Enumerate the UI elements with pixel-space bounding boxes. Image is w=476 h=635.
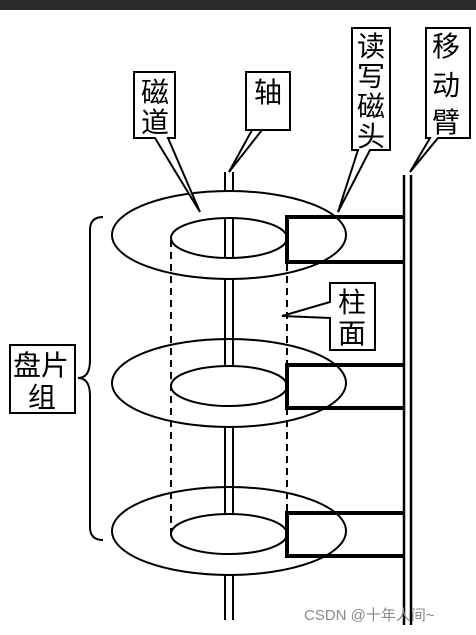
track-label: 磁 道 xyxy=(141,76,169,139)
arm-label-char: 臂 xyxy=(432,106,460,139)
axis-label: 轴 xyxy=(254,76,282,109)
read-write-heads xyxy=(285,215,404,558)
platter-group-box xyxy=(9,344,76,414)
platter-top xyxy=(111,190,347,280)
head-label-char: 头 xyxy=(357,120,385,153)
head-callout xyxy=(337,27,391,213)
cylinder-label: 柱 面 xyxy=(338,286,366,350)
head-label-char: 读 xyxy=(357,30,385,63)
track-label-char: 磁 xyxy=(141,76,169,109)
arm-label: 移 动 臂 xyxy=(432,30,460,139)
arm-label-char: 动 xyxy=(432,69,460,102)
head-label: 读 写 磁 头 xyxy=(357,30,385,153)
watermark: CSDN @十年人间~ xyxy=(304,607,435,624)
platter-group-brace xyxy=(77,216,104,541)
track-callout xyxy=(133,71,201,213)
platter-group-label-line: 组 xyxy=(28,381,56,414)
head-label-char: 写 xyxy=(357,60,385,93)
platter-group-label: 盘片 组 xyxy=(13,349,69,414)
arm-label-char: 移 xyxy=(432,30,460,63)
track-label-char: 道 xyxy=(141,106,169,139)
axis-callout xyxy=(228,71,291,173)
platter-middle xyxy=(111,338,347,428)
head-label-char: 磁 xyxy=(357,90,385,123)
arm-callout xyxy=(409,27,471,173)
spindle-axis-front xyxy=(224,280,234,620)
cylinder-label-char: 柱 xyxy=(338,286,366,319)
top-bar xyxy=(0,0,476,10)
moving-arm xyxy=(402,175,413,625)
platter-bottom xyxy=(111,486,347,576)
cylinder-callout xyxy=(281,282,376,351)
platter-group-label-line: 盘片 xyxy=(13,349,69,382)
cylinder-label-char: 面 xyxy=(338,317,366,350)
axis-label-char: 轴 xyxy=(254,76,282,109)
